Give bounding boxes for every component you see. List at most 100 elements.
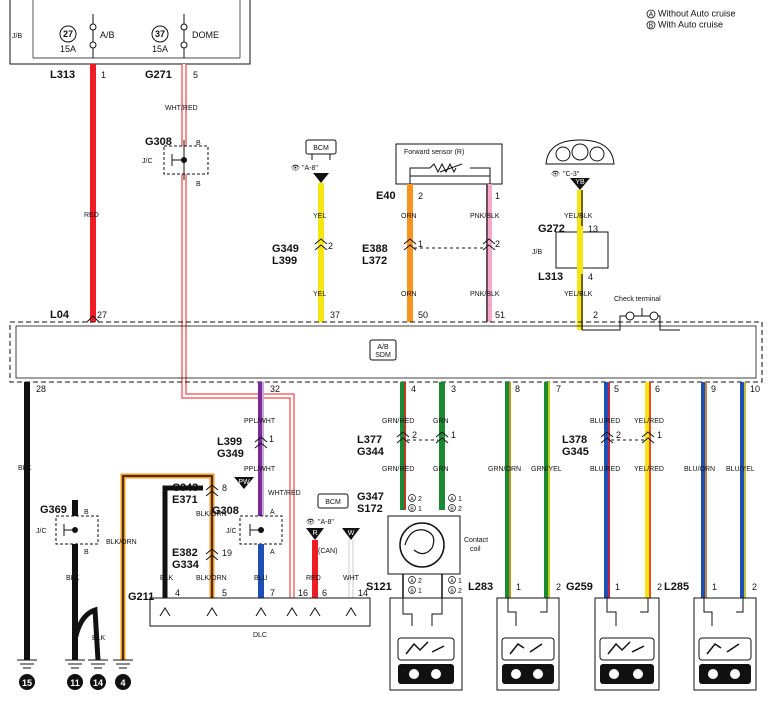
conn-g369: G369 (40, 504, 67, 516)
conn-e40-pin1: 1 (495, 191, 500, 201)
pin-50: 50 (418, 310, 428, 320)
fuse-27-number: 27 (63, 29, 73, 39)
dlc-pin-6: 6 (322, 588, 327, 598)
pin-8: 8 (515, 384, 520, 394)
wire-label-yel-1: YEL (313, 213, 326, 220)
conn-e382: E382 (172, 547, 198, 559)
airbag-module-pretensioner-2 (693, 597, 757, 691)
wire-label-red-2: RED (306, 575, 321, 582)
svg-text:B: B (450, 589, 454, 595)
conn-l04: L04 (50, 309, 70, 321)
wire-label-red: RED (84, 212, 99, 219)
conn-g271-pin: 5 (193, 70, 198, 80)
svg-text:B: B (410, 589, 414, 595)
g308-bot-a2: A (270, 549, 275, 556)
dlc-pin-16: 16 (298, 588, 308, 598)
dlc-pin-4: 4 (175, 588, 180, 598)
wire-label-ylb-2: YEL/BLK (564, 291, 593, 298)
conn-l377-p1: 1 (451, 430, 456, 440)
conn-l378-p2: 2 (616, 430, 621, 440)
bcm-ref-top: "A-8" (302, 165, 318, 172)
conn-g308-bottom: G308 (212, 505, 239, 517)
meter-eye-icon: 👁 (551, 170, 560, 178)
svg-text:B: B (410, 507, 414, 513)
svg-text:1: 1 (418, 506, 422, 513)
fuse-27-amp: 15A (60, 44, 76, 54)
g369-b1: B (84, 509, 89, 516)
wire-label-blk-2: BLK (66, 575, 80, 582)
conn-g349-top: G349 (272, 243, 299, 255)
wire-label-blu-red-1: BLU/RED (590, 418, 620, 425)
fuse-37-number: 37 (155, 29, 165, 39)
g308-top-b1: B (196, 140, 201, 147)
conn-l313-mid-pin: 4 (588, 272, 593, 282)
jc-label-g369: J/C (36, 528, 47, 535)
ground-11: 11 (70, 678, 80, 688)
wire-label-ppl-2: PPL/WHT (244, 466, 276, 473)
svg-text:1: 1 (418, 588, 422, 595)
g259-pin2: 2 (657, 582, 662, 592)
ab-sdm-module: A/B SDM (9, 321, 763, 383)
wire-label-grn-yel: GRN/YEL (531, 466, 562, 473)
airbag-module-pretensioner-1 (496, 597, 560, 691)
bcm-module-top: BCM 👁 "A-8" (291, 139, 337, 183)
wire-label-grn-red-1: GRN/RED (382, 418, 414, 425)
bcm-eye-icon-2: 👁 (306, 518, 315, 526)
conn-e388-p2: 2 (495, 239, 500, 249)
contact-coil-label-2: coil (470, 546, 481, 553)
pw-mark: PW (238, 479, 250, 486)
conn-g272-pin: 13 (588, 224, 598, 234)
wire-label-ppl-1: PPL/WHT (244, 418, 276, 425)
legend-b-mark: B (649, 23, 654, 30)
conn-l313-top: L313 (50, 69, 75, 81)
svg-text:1: 1 (458, 578, 462, 585)
wire-label-pnk-2: PNK/BLK (470, 291, 500, 298)
fuse-37-name: DOME (192, 30, 219, 40)
conn-l313-top-pin: 1 (101, 70, 106, 80)
legend: A Without Auto cruise B With Auto cruise (646, 9, 736, 30)
r-mark: R (312, 530, 317, 537)
conn-g271: G271 (145, 69, 172, 81)
conn-e40-pin2: 2 (418, 191, 423, 201)
svg-text:1: 1 (458, 496, 462, 503)
svg-text:A: A (450, 497, 454, 503)
wire-label-blk-4: BLK (160, 575, 174, 582)
ground-14: 14 (93, 678, 103, 688)
bcm-label-bottom: BCM (325, 499, 341, 506)
wire-label-yel-2: YEL (313, 291, 326, 298)
wire-label-blk-orn-2: BLK/ORN (196, 511, 227, 518)
contact-coil: Contact coil (387, 515, 488, 575)
pin-10: 10 (750, 384, 760, 394)
svg-text:B: B (450, 507, 454, 513)
conn-e382-pin: 19 (222, 548, 232, 558)
conn-l04-pin: 27 (97, 310, 107, 320)
bcm-ref-bottom: "A-8" (318, 519, 334, 526)
wire-label-wht-red: WHT/RED (165, 105, 198, 112)
conn-g308-top: G308 (145, 136, 172, 148)
dlc-pin-5: 5 (222, 588, 227, 598)
bcm-label-top: BCM (313, 145, 329, 152)
conn-l372: L372 (362, 255, 387, 267)
ab-sdm-label-1: A/B (377, 344, 389, 351)
check-terminal-label: Check terminal (614, 296, 661, 303)
conn-l399-pin: 1 (269, 434, 274, 444)
conn-c343: C343 (172, 482, 198, 494)
combination-meter: 👁 "C-3" YB (545, 139, 615, 190)
g308-bot-a1: A (270, 509, 275, 516)
wire-label-grn-orn: GRN/ORN (488, 466, 521, 473)
g259-pin1: 1 (615, 582, 620, 592)
conn-e388-p1: 1 (418, 239, 423, 249)
conn-l378: L378 (562, 434, 587, 446)
meter-yb-mark: YB (575, 179, 585, 186)
wire-label-grn-1: GRN (433, 418, 449, 425)
jc-g308-top: G308 B B J/C (142, 136, 209, 188)
l285-pin1: 1 (712, 582, 717, 592)
wire-label-yel-red-2: YEL/RED (634, 466, 664, 473)
dlc-label: DLC (253, 632, 267, 639)
l283-pin1: 1 (516, 582, 521, 592)
ground-15: 15 (22, 678, 32, 688)
wire-label-blk-1: BLK (18, 465, 32, 472)
conn-g345: G345 (562, 446, 589, 458)
conn-e40: E40 (376, 190, 396, 202)
forward-sensor: Forward sensor (R) (395, 143, 503, 185)
